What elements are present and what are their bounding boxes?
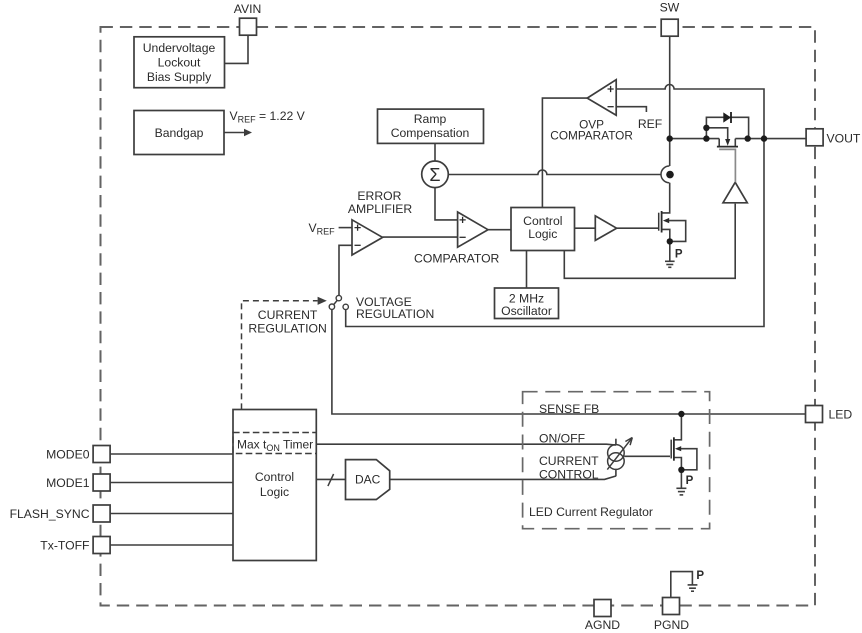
svg-text:Max tON Timer: Max tON Timer bbox=[237, 438, 313, 454]
svg-text:Compensation: Compensation bbox=[391, 126, 470, 140]
svg-text:ERROR: ERROR bbox=[357, 189, 401, 203]
svg-text:VOUT: VOUT bbox=[827, 132, 861, 146]
svg-text:PGND: PGND bbox=[654, 618, 689, 632]
svg-text:P: P bbox=[696, 570, 704, 582]
svg-text:Bandgap: Bandgap bbox=[155, 126, 204, 140]
svg-text:Control: Control bbox=[255, 470, 294, 484]
svg-text:VOLTAGE: VOLTAGE bbox=[356, 295, 412, 309]
svg-text:SW: SW bbox=[660, 1, 680, 15]
svg-text:Control: Control bbox=[523, 214, 562, 228]
svg-text:COMPARATOR: COMPARATOR bbox=[550, 129, 633, 143]
svg-text:AVIN: AVIN bbox=[234, 2, 262, 16]
svg-text:CURRENT: CURRENT bbox=[539, 454, 599, 468]
svg-text:COMPARATOR: COMPARATOR bbox=[414, 252, 500, 266]
svg-text:VREF = 1.22 V: VREF = 1.22 V bbox=[230, 109, 306, 124]
svg-text:FLASH_SYNC: FLASH_SYNC bbox=[10, 507, 90, 521]
svg-text:ON/OFF: ON/OFF bbox=[539, 432, 585, 446]
svg-text:2 MHz: 2 MHz bbox=[509, 291, 544, 305]
svg-text:MODE1: MODE1 bbox=[46, 476, 90, 490]
svg-text:Σ: Σ bbox=[429, 165, 440, 185]
svg-text:OVP: OVP bbox=[579, 118, 604, 132]
svg-text:Ramp: Ramp bbox=[414, 112, 447, 126]
svg-text:VREF: VREF bbox=[309, 221, 336, 237]
svg-text:P: P bbox=[675, 248, 683, 260]
svg-text:Logic: Logic bbox=[528, 227, 557, 241]
svg-text:MODE0: MODE0 bbox=[46, 448, 90, 462]
svg-text:LED Current Regulator: LED Current Regulator bbox=[529, 505, 653, 519]
svg-text:DAC: DAC bbox=[355, 473, 381, 487]
svg-text:Bias Supply: Bias Supply bbox=[147, 70, 212, 84]
svg-text:P: P bbox=[686, 475, 694, 487]
svg-text:Tx-TOFF: Tx-TOFF bbox=[40, 539, 89, 553]
svg-text:CURRENT: CURRENT bbox=[258, 308, 318, 322]
svg-text:REGULATION: REGULATION bbox=[248, 322, 326, 336]
svg-text:Oscillator: Oscillator bbox=[501, 304, 552, 318]
svg-text:REGULATION: REGULATION bbox=[356, 307, 434, 321]
svg-text:SENSE FB: SENSE FB bbox=[539, 402, 599, 416]
svg-text:AGND: AGND bbox=[585, 618, 620, 632]
svg-text:REF: REF bbox=[638, 117, 662, 131]
svg-text:LED: LED bbox=[829, 408, 853, 422]
svg-text:Logic: Logic bbox=[260, 485, 289, 499]
svg-text:Lockout: Lockout bbox=[158, 55, 201, 69]
svg-text:AMPLIFIER: AMPLIFIER bbox=[348, 202, 413, 216]
svg-text:Undervoltage: Undervoltage bbox=[143, 41, 216, 55]
svg-text:CONTROL: CONTROL bbox=[539, 468, 599, 482]
